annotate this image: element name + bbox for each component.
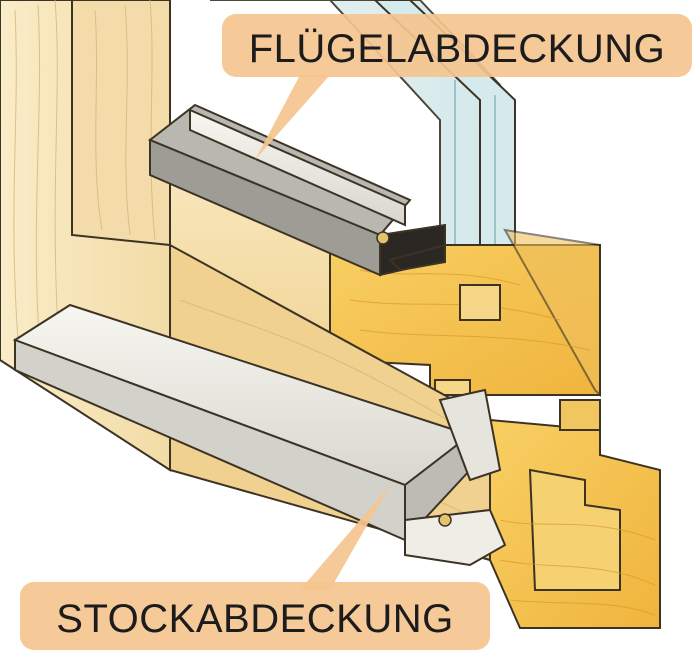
sash-cover-callout: FLÜGELABDECKUNG	[222, 14, 692, 160]
frame-cover-profile	[12, 303, 507, 567]
frame-cover-callout: STOCKABDECKUNG	[20, 485, 490, 650]
frame-cover-label-box	[20, 582, 490, 650]
frame-cover-label: STOCKABDECKUNG	[56, 597, 453, 641]
sash-cover-label: FLÜGELABDECKUNG	[249, 27, 665, 71]
sash-cover-profile	[148, 103, 446, 277]
sash-cover-label-box	[222, 14, 692, 77]
